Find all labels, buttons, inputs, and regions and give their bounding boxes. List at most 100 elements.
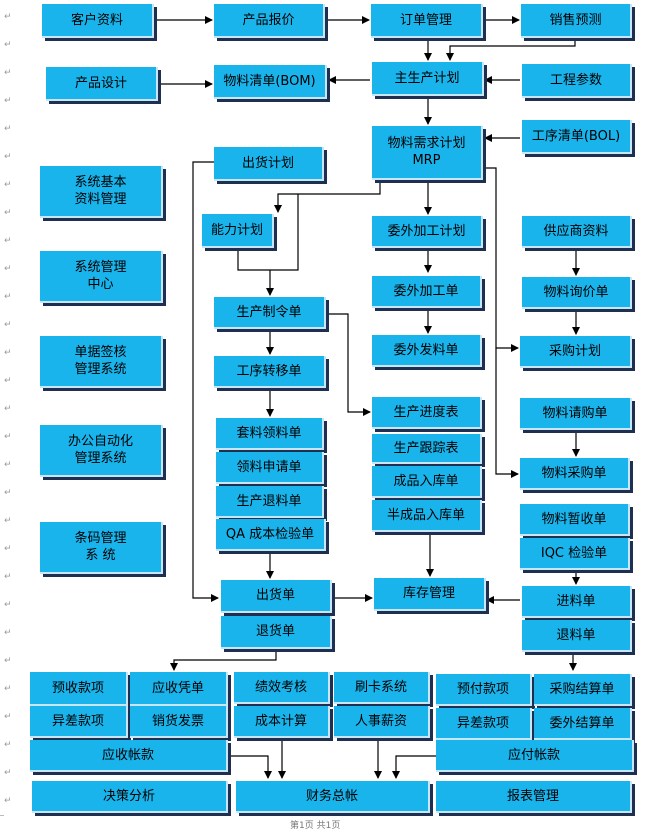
node-shengchan-genzong[interactable]: 生产跟踪表: [372, 434, 482, 464]
node-jixiao[interactable]: 绩效考核: [234, 672, 330, 704]
paragraph-mark: ↵: [4, 684, 12, 694]
node-qa-jianyan[interactable]: QA 成本检验单: [216, 519, 326, 551]
node-gongxu-bol[interactable]: 工序清单(BOL): [522, 120, 632, 154]
label: 产品设计: [74, 75, 127, 91]
node-caigou-jihua[interactable]: 采购计划: [520, 336, 632, 368]
label: 成品入库单: [393, 473, 459, 489]
label: 报表管理: [506, 788, 559, 804]
node-chengpin-ruku[interactable]: 成品入库单: [372, 466, 482, 498]
node-shuaka[interactable]: 刷卡系统: [334, 672, 430, 704]
node-juece[interactable]: 决策分析: [32, 781, 228, 813]
node-weiwai-jiesuan[interactable]: 委外结算单: [534, 708, 632, 740]
paragraph-mark: ↵: [4, 460, 12, 470]
node-mrp[interactable]: 物料需求计划 MRP: [372, 126, 483, 180]
paragraph-mark: ↵: [4, 40, 12, 50]
node-dingdan[interactable]: 订单管理: [371, 4, 483, 38]
edge-yuce-zhu: [446, 38, 576, 61]
label: 订单管理: [399, 12, 452, 28]
node-gongxu-zhuanyi[interactable]: 工序转移单: [214, 356, 326, 388]
node-kucun[interactable]: 库存管理: [374, 578, 486, 611]
node-gongyingshang[interactable]: 供应商资料: [522, 216, 632, 248]
label: 成本计算: [254, 713, 307, 729]
edge-nengli-zhiling: [237, 194, 299, 271]
node-lingliao-shenqing[interactable]: 领料申请单: [216, 452, 324, 484]
label: 采购结算单: [549, 681, 615, 697]
node-wuliao-bom[interactable]: 物料清单(BOM): [214, 65, 327, 99]
node-iqc-jianyan[interactable]: IQC 检验单: [520, 538, 630, 570]
node-shengchan-zhiling[interactable]: 生产制令单: [214, 297, 326, 329]
paragraph-mark: ↵: [4, 656, 12, 666]
label: 能力计划: [210, 222, 263, 238]
node-jinliao[interactable]: 进料单: [522, 586, 632, 618]
node-weiwai-faliao[interactable]: 委外发料单: [372, 335, 482, 367]
paragraph-mark: ↵: [4, 180, 12, 190]
paragraph-mark: ↵: [4, 628, 12, 638]
label: IQC 检验单: [540, 545, 608, 561]
paragraph-mark: ↵: [4, 264, 12, 274]
node-xitong-guanli[interactable]: 系统管理 中心: [40, 251, 163, 303]
node-renshi[interactable]: 人事薪资: [334, 706, 430, 738]
node-xiaohuo-fapiao[interactable]: 销货发票: [130, 706, 228, 738]
node-bangong[interactable]: 办公自动化 管理系统: [40, 425, 163, 477]
label: 采购计划: [548, 343, 601, 359]
paragraph-mark: ↵: [4, 404, 12, 414]
edge-mrp-caigou: [483, 167, 519, 352]
edge-yingshou-caiwu: [230, 755, 272, 779]
node-gongcheng-canshu[interactable]: 工程参数: [522, 64, 632, 98]
node-chuhuo-dan[interactable]: 出货单: [221, 580, 332, 613]
node-caiwu[interactable]: 财务总帐: [236, 781, 430, 813]
label: 物料询价单: [543, 284, 609, 300]
node-wuliao-zanshou[interactable]: 物料暂收单: [520, 504, 630, 536]
node-wuliao-caigou[interactable]: 物料采购单: [520, 458, 630, 490]
node-chanpin-baojia[interactable]: 产品报价: [214, 4, 325, 38]
node-weiwai-jiagong-dan[interactable]: 委外加工单: [372, 276, 482, 308]
node-shengchan-tuiliao[interactable]: 生产退料单: [216, 486, 324, 518]
node-yicha-right[interactable]: 异差款项: [436, 708, 532, 740]
node-taoliao[interactable]: 套料领料单: [216, 418, 324, 450]
node-wuliao-xunjia[interactable]: 物料询价单: [522, 277, 632, 309]
label: 生产制令单: [236, 304, 302, 320]
paragraph-mark: ↵: [4, 208, 12, 218]
node-chanpin-sheji[interactable]: 产品设计: [46, 67, 158, 101]
node-yushou[interactable]: 预收款项: [30, 672, 128, 706]
node-yingshou-pingzheng[interactable]: 应收凭单: [130, 672, 228, 706]
label: 工序转移单: [236, 363, 302, 379]
node-zhu-shengchan[interactable]: 主生产计划: [372, 62, 484, 96]
node-danju-qianhe[interactable]: 单据签核 管理系统: [40, 336, 163, 388]
node-wuliao-qinggou[interactable]: 物料请购单: [520, 398, 632, 430]
node-banchengpin-ruku[interactable]: 半成品入库单: [372, 500, 482, 532]
label: 生产进度表: [393, 404, 459, 420]
label: 供应商资料: [543, 223, 609, 239]
node-chuhuo-jihua[interactable]: 出货计划: [214, 147, 324, 181]
label: 产品报价: [242, 12, 295, 28]
node-xitong-jiben[interactable]: 系统基本 资料管理: [40, 166, 163, 218]
paragraph-mark: ↵: [4, 348, 12, 358]
node-caigou-jiesuan[interactable]: 采购结算单: [534, 674, 632, 706]
node-nengli-jihua[interactable]: 能力计划: [202, 214, 274, 248]
paragraph-mark: ↵: [4, 796, 12, 806]
label: 委外发料单: [393, 342, 459, 358]
page-edge: [0, 815, 4, 816]
label: 退料单: [556, 627, 596, 643]
label: 系统基本 资料管理: [74, 175, 127, 207]
edge-mrp-nengli: [274, 180, 381, 213]
node-baobiao[interactable]: 报表管理: [436, 781, 632, 813]
node-yingfu-zhangkuan[interactable]: 应付帐款: [436, 740, 634, 772]
node-tuiliao[interactable]: 退料单: [522, 620, 632, 652]
node-xiaoshou-yuce[interactable]: 销售预测: [521, 4, 632, 38]
node-kehu[interactable]: 客户资料: [42, 4, 154, 38]
node-chengben[interactable]: 成本计算: [234, 706, 330, 738]
node-yufu[interactable]: 预付款项: [436, 674, 532, 706]
node-yingshou-zhangkuan[interactable]: 应收帐款: [30, 740, 228, 772]
label: 客户资料: [70, 12, 123, 28]
node-shengchan-jindu[interactable]: 生产进度表: [372, 397, 482, 429]
node-tuihuo[interactable]: 退货单: [221, 616, 332, 649]
label: 应付帐款: [507, 747, 560, 763]
paragraph-mark: ↵: [4, 96, 12, 106]
label: 工程参数: [549, 72, 602, 88]
node-tiaoma[interactable]: 条码管理 系 统: [40, 522, 163, 574]
node-yicha-left[interactable]: 异差款项: [30, 706, 128, 738]
node-weiwai-jiagong-jihua[interactable]: 委外加工计划: [372, 216, 483, 248]
paragraph-mark: ↵: [4, 740, 12, 750]
paragraph-mark: ↵: [4, 572, 12, 582]
